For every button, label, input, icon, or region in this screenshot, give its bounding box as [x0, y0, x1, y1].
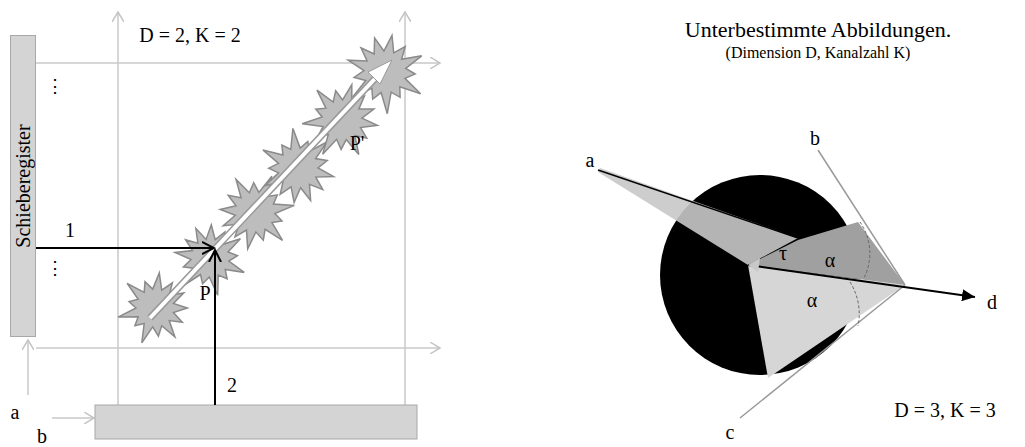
- bottom-register: [95, 405, 417, 439]
- line-d: [748, 265, 975, 297]
- ellipsis-dots: ⋮: [46, 77, 64, 95]
- grid-lines: [28, 12, 440, 418]
- star-burst: [348, 35, 422, 113]
- line-c: [740, 285, 905, 418]
- line-label: a: [586, 150, 595, 170]
- line-label: c: [726, 422, 735, 442]
- center-mark: [748, 258, 760, 272]
- line-label: b: [810, 128, 820, 148]
- shift-register: Schieberegister: [10, 35, 36, 337]
- arrow-one: [36, 247, 214, 249]
- dimension-label: D = 3, K = 3: [894, 400, 995, 420]
- subtitle: (Dimension D, Kanalzahl K): [726, 45, 911, 61]
- callout-number: 2: [227, 375, 237, 395]
- diagonal-arrow: [150, 68, 385, 318]
- line-b: [818, 150, 905, 285]
- angle-label: α: [825, 250, 835, 270]
- title: Unterbestimmte Abbildungen.: [685, 19, 951, 41]
- diagonal-head: [368, 60, 392, 84]
- input-label: a: [11, 402, 20, 422]
- angle-arc: [860, 222, 870, 278]
- grey-wedge: [598, 168, 798, 265]
- register-label: Schieberegister: [13, 124, 33, 247]
- angle-arc: [850, 282, 859, 326]
- line-label: d: [987, 292, 997, 312]
- star-bursts: [118, 35, 422, 343]
- ellipsis-dots: ⋮: [46, 259, 64, 277]
- star-burst: [118, 273, 187, 343]
- line-a: [598, 170, 798, 238]
- angle-label: τ: [779, 243, 787, 263]
- point-label: P: [199, 283, 210, 303]
- dimension-label: D = 2, K = 2: [139, 25, 240, 45]
- angle-label: α: [807, 290, 817, 310]
- arrow-two: [214, 250, 216, 405]
- point-label: P': [350, 133, 365, 153]
- diagonal-outline: [150, 68, 385, 318]
- input-label: b: [37, 426, 47, 446]
- callout-number: 1: [65, 220, 75, 240]
